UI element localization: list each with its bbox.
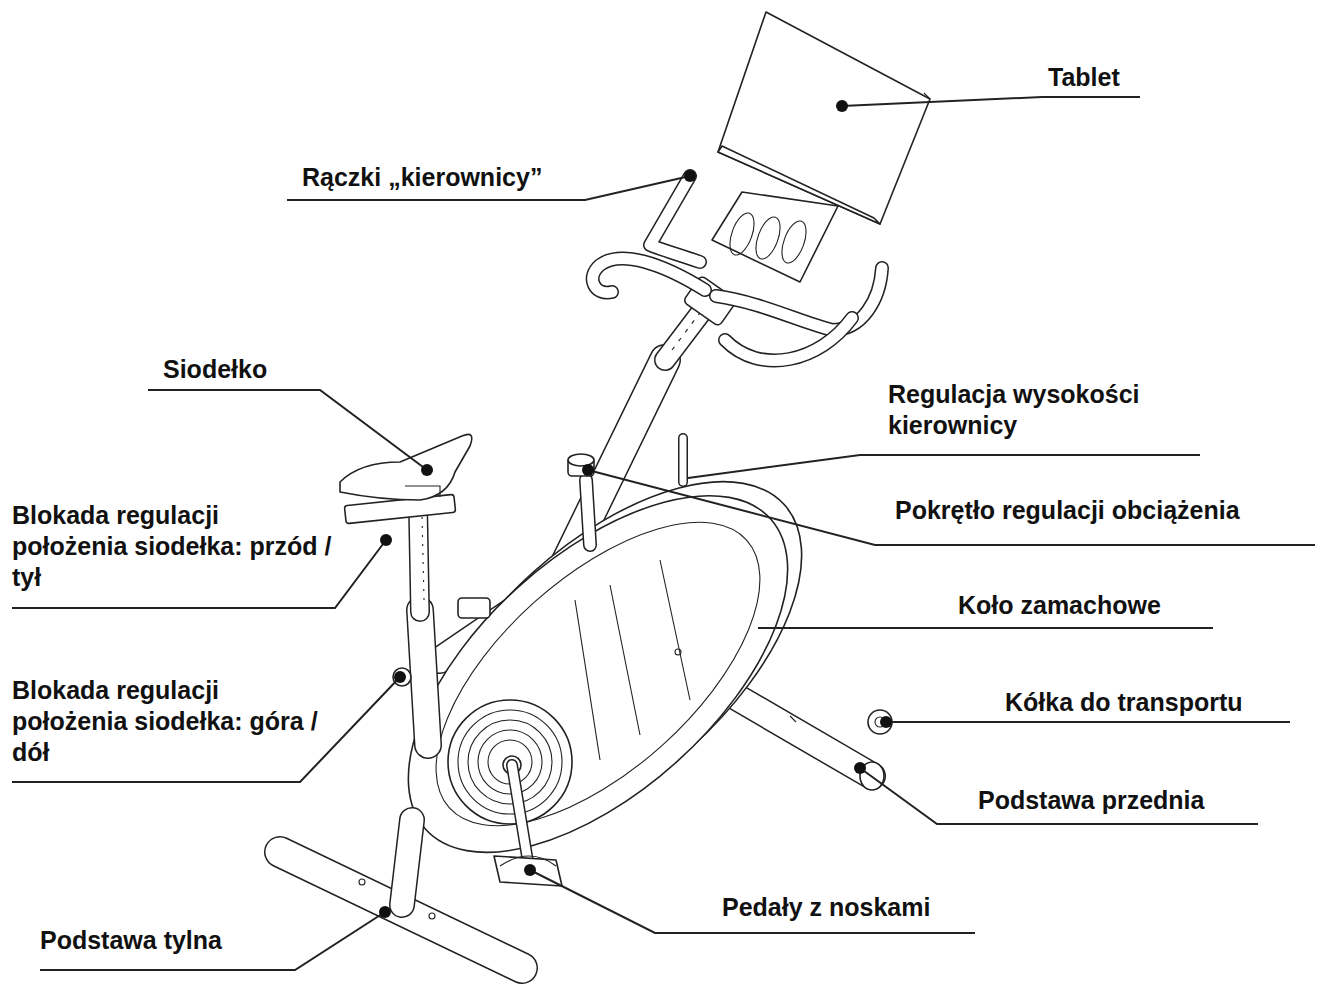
part-label: Tablet — [1048, 62, 1120, 93]
leader-dot — [421, 464, 433, 476]
handlebar — [650, 176, 700, 262]
tablet — [718, 146, 880, 224]
tablet — [777, 218, 811, 266]
frame-column — [680, 438, 687, 482]
seat-post — [422, 515, 424, 600]
pedal — [512, 765, 528, 862]
seat-post — [402, 820, 412, 905]
resistance-knob — [586, 480, 590, 545]
resistance-knob — [568, 454, 594, 466]
front-base — [738, 698, 892, 790]
leader-dot — [880, 716, 892, 728]
leader-line — [588, 470, 1315, 545]
tablet — [718, 12, 930, 224]
seat-post — [420, 610, 428, 745]
leader-line — [860, 768, 1258, 824]
leader-line — [530, 870, 975, 933]
front-base — [738, 698, 872, 776]
part-label: Kółka do transportu — [1005, 687, 1243, 718]
front-base — [738, 698, 872, 776]
part-label: Blokada regulacji położenia siodełka: gó… — [12, 675, 332, 768]
seat-post — [420, 610, 428, 745]
seat-post — [458, 598, 490, 618]
flywheel-housing — [675, 649, 681, 655]
front-base — [868, 710, 892, 734]
flywheel-housing — [575, 560, 690, 760]
leader-dot — [836, 100, 848, 112]
rear-base — [429, 913, 435, 919]
handlebar — [725, 318, 852, 360]
front-base — [790, 716, 796, 722]
handlebar — [725, 318, 852, 360]
leader-dot — [379, 906, 391, 918]
part-label: Koło zamachowe — [958, 590, 1161, 621]
resistance-knob — [586, 480, 590, 545]
leader-dot — [524, 864, 536, 876]
leader-dot — [394, 671, 406, 683]
leader-dot — [684, 170, 696, 182]
tablet — [712, 192, 838, 282]
pedal — [494, 765, 562, 886]
flywheel-housing — [385, 469, 811, 879]
seat-post — [418, 505, 420, 612]
tablet — [725, 210, 759, 258]
seat-post — [402, 820, 412, 905]
seat-post — [393, 668, 411, 686]
leader-dot — [582, 464, 594, 476]
handlebar — [650, 176, 700, 262]
saddle — [340, 434, 472, 523]
part-label: Pedały z noskami — [722, 892, 930, 923]
tablet — [712, 12, 930, 282]
leader-dot — [380, 534, 392, 546]
seat-post — [418, 505, 420, 612]
part-label: Regulacja wysokości kierownicy — [888, 379, 1228, 441]
leader-dot — [854, 762, 866, 774]
leader-line — [40, 912, 385, 970]
frame-column — [678, 438, 688, 482]
part-label: Blokada regulacji położenia siodełka: pr… — [12, 500, 332, 593]
leader-line — [886, 721, 1290, 723]
tablet — [751, 214, 785, 262]
part-label: Pokrętło regulacji obciążenia — [895, 495, 1240, 526]
rear-base — [359, 879, 365, 885]
leader-line — [12, 97, 1315, 970]
part-label: Rączki „kierownicy” — [302, 162, 542, 193]
tablet — [924, 93, 930, 99]
part-label: Podstawa tylna — [40, 925, 222, 956]
leader-dot — [379, 100, 892, 918]
part-label: Podstawa przednia — [978, 785, 1204, 816]
saddle — [340, 434, 472, 500]
seat-post — [393, 505, 490, 905]
leader-line — [688, 455, 1200, 478]
pedal — [512, 765, 528, 862]
leader-line — [842, 97, 1140, 106]
resistance-knob — [568, 454, 594, 545]
leader-line — [148, 390, 427, 470]
part-label: Siodełko — [163, 354, 267, 385]
saddle — [405, 486, 440, 497]
leader-line — [758, 627, 1213, 629]
